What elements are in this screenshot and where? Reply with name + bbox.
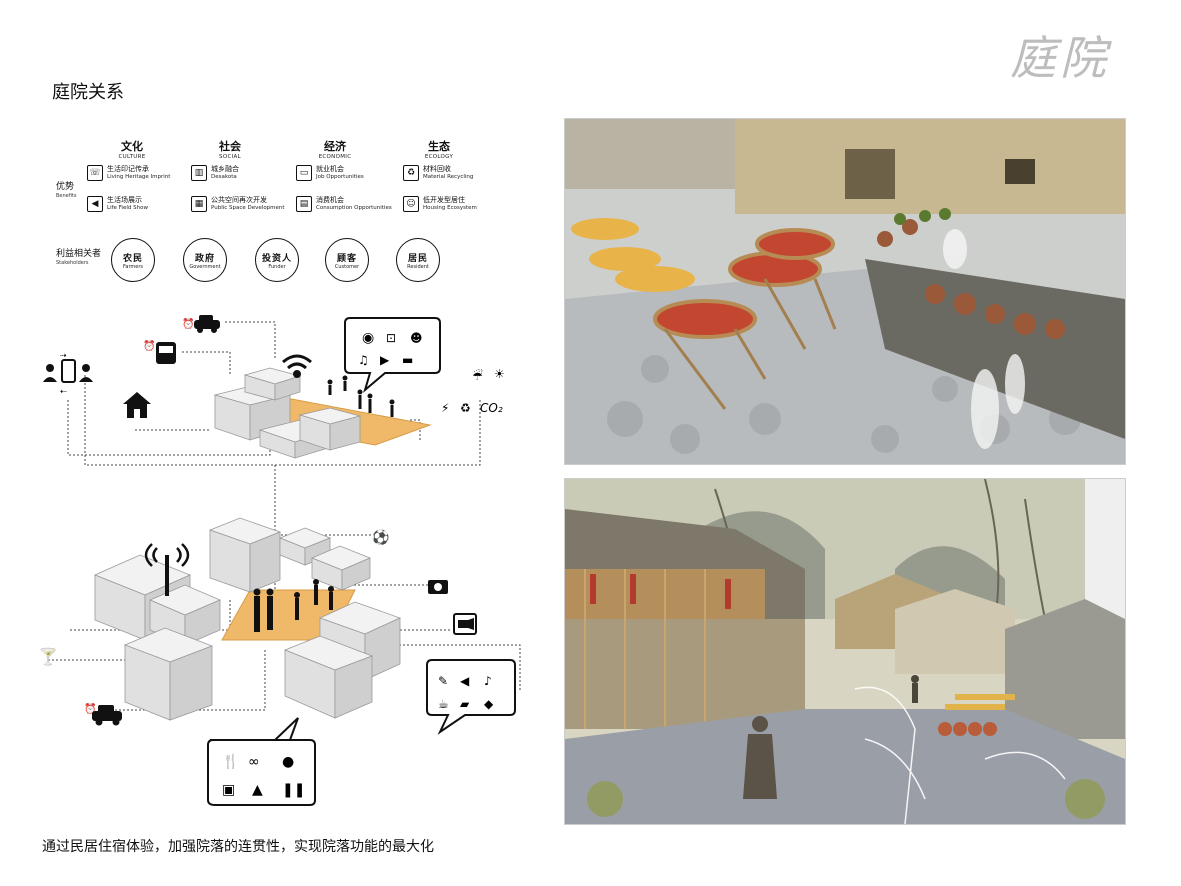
sun-icon: ☀ [494, 367, 505, 381]
antenna-icon [144, 543, 190, 596]
truck-icon: ▬ [402, 353, 413, 367]
bed-icon: ▰ [460, 697, 470, 711]
brand-watermark: 庭院 [1010, 31, 1110, 85]
cutlery-icon: 🍴 [222, 753, 239, 770]
svg-text:⇢: ⇢ [60, 351, 67, 360]
recycle-icon: ♻ [403, 165, 419, 181]
monitor-icon: ▭ [296, 165, 312, 181]
tent-icon: ▲ [252, 782, 263, 798]
alarm-icon: ⏰ [182, 317, 194, 330]
alarm-icon: ⏰ [143, 339, 155, 352]
card-icon: ▤ [296, 196, 312, 212]
megaphone-icon: ◀ [87, 196, 103, 212]
soccer-ball-icon: ⚽ [371, 529, 389, 546]
people-figures-icon [253, 579, 334, 632]
wifi-icon [282, 354, 312, 378]
calendar-icon: ▦ [191, 196, 207, 212]
glasses-icon: ∞ [248, 754, 260, 770]
courtyard-diagram: ◉ ⊡ ☻ ♫ ▶ ▬ ⏰ ⏰ ⇢⇠ ☔ ☀ ⚡ ♻ CO₂ [38, 315, 521, 806]
people-icon: ☺ [403, 196, 419, 212]
buildings-icon: ▥ [191, 165, 207, 181]
car-icon [194, 315, 220, 333]
car-icon [92, 705, 122, 726]
basketball-icon: ● [282, 754, 294, 770]
lightning-icon: ⚡ [441, 401, 449, 415]
village-illustration-image [564, 478, 1126, 825]
cocktail-icon: 🍸 [38, 647, 58, 666]
people-figures-icon [327, 375, 395, 417]
caption: 通过民居住宿体验，加强院落的连贯性，实现院落功能的最大化 [42, 839, 434, 855]
speech-bubble-leisure: 🍴 ∞ ● ▣ ▲ ❚❚ [207, 717, 316, 806]
headphones-icon: ♫ [358, 353, 369, 367]
slippers-icon: ❚❚ [282, 782, 305, 798]
speech-bubble-activities: ✎ ◀ ♪ ☕ ▰ ◆ [426, 659, 516, 735]
page-title: 庭院关系 [52, 82, 124, 103]
hand-speech-icon: ☏ [87, 165, 103, 181]
home-icon [123, 392, 151, 418]
guitar-icon: ♪ [484, 674, 492, 688]
gamepad-icon: ▣ [222, 782, 235, 798]
disc-icon: ◉ [362, 330, 374, 346]
camera-icon: ▶ [380, 353, 390, 367]
phone-people-icon: ⇢⇠ [43, 351, 93, 396]
weather-icon: ☔ [472, 368, 483, 383]
courtyard-render-image [564, 118, 1126, 465]
svg-text:⇠: ⇠ [60, 387, 67, 396]
recycle-icon: ♻ [460, 401, 471, 415]
camera-icon [428, 580, 448, 594]
video-icon [453, 613, 477, 635]
co2-label: CO₂ [480, 401, 503, 415]
speech-bubble-media: ◉ ⊡ ☻ ♫ ▶ ▬ [344, 317, 441, 393]
user-icon: ☻ [410, 331, 423, 345]
bus-icon [156, 342, 176, 364]
football-icon: ◆ [484, 697, 494, 711]
dropper-icon: ✎ [438, 674, 448, 688]
megaphone-icon: ◀ [460, 674, 470, 688]
coffee-icon: ☕ [438, 697, 449, 711]
frame-icon: ⊡ [386, 331, 396, 345]
